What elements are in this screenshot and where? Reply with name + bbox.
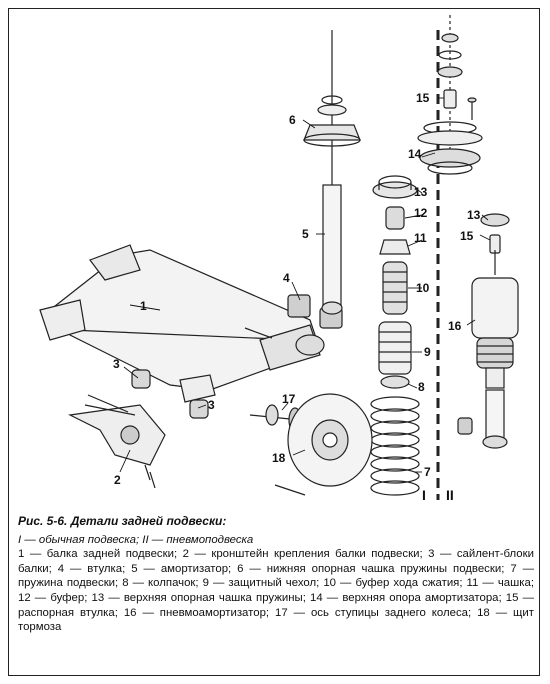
bolt-left	[87, 394, 129, 413]
lower-spring-seat	[303, 124, 361, 147]
axle-bracket	[68, 404, 166, 481]
callout-11: 11	[414, 231, 427, 245]
cup	[379, 239, 411, 255]
brake-shield	[274, 393, 373, 496]
callout-17: 17	[282, 392, 296, 406]
bolt-upper	[244, 327, 273, 339]
suspension-illustration: 1 2 3 3 4 5 6 7 8 9 10 11 12 13 13 14 15…	[10, 10, 540, 510]
air-shock-absorber	[457, 213, 519, 449]
protective-boot	[378, 321, 412, 375]
roman-label-2: II	[446, 487, 454, 503]
caption-title: Рис. 5-6. Детали задней подвески:	[18, 514, 227, 528]
upper-spring-seat	[372, 175, 418, 199]
silent-block-upper	[131, 369, 151, 389]
callout-9: 9	[424, 345, 431, 359]
caption-variant-text: I — обычная подвеска; II — пневмоподвеск…	[18, 533, 254, 546]
callout-12: 12	[414, 206, 428, 220]
axle-beam	[39, 244, 325, 403]
figure-caption: Рис. 5-6. Детали задней подвески: I — об…	[18, 514, 534, 635]
callout-5: 5	[302, 227, 309, 241]
callout-16: 16	[448, 319, 462, 333]
suspension-drawing: 1 2 3 3 4 5 6 7 8 9 10 11 12 13 13 14 15…	[39, 15, 519, 503]
figure-frame	[8, 8, 540, 676]
cap	[380, 375, 410, 389]
callout-3-upper: 3	[113, 357, 120, 371]
callout-8: 8	[418, 380, 425, 394]
callout-15-column-1: 15	[416, 91, 430, 105]
callout-15-column-2: 15	[460, 229, 474, 243]
shock-absorber	[317, 30, 347, 315]
callout-13-column-1: 13	[414, 185, 428, 199]
caption-legend: 1 — балка задней подвески; 2 — кронштейн…	[18, 548, 534, 634]
callout-14: 14	[408, 147, 422, 161]
leader-lines	[119, 97, 491, 473]
upper-strut-mount	[417, 15, 483, 175]
compression-buffer	[382, 261, 408, 315]
callout-2: 2	[114, 473, 121, 487]
callout-7: 7	[424, 465, 431, 479]
callout-3-lower: 3	[208, 398, 215, 412]
callout-4: 4	[283, 271, 290, 285]
roman-label-1: I	[422, 487, 426, 503]
suspension-spring	[370, 396, 420, 496]
caption-variant-line: I — обычная подвеска; II — пневмоподвеск…	[18, 533, 534, 548]
callout-18: 18	[272, 451, 286, 465]
callout-1: 1	[140, 299, 147, 313]
callout-6: 6	[289, 113, 296, 127]
silent-block-lower	[189, 399, 209, 419]
bolt-lower	[149, 471, 156, 489]
callout-13-column-2: 13	[467, 208, 481, 222]
callout-10: 10	[416, 281, 430, 295]
buffer	[385, 206, 405, 230]
